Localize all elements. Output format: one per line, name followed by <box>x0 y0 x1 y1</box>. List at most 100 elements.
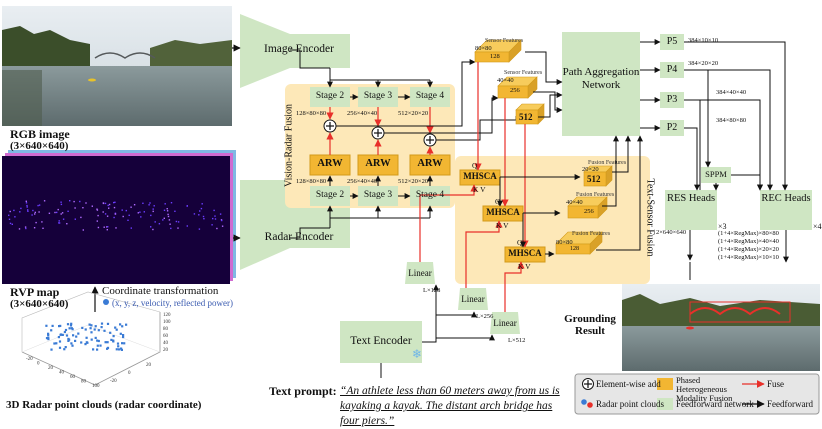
rvp-point <box>214 215 216 217</box>
rvp-point <box>20 207 22 210</box>
sensor-feature-cube <box>515 103 545 125</box>
rvp-point <box>96 220 98 222</box>
radar-point <box>88 323 91 326</box>
radar-point <box>94 325 97 328</box>
stage-label-top: Stage 2 <box>315 91 345 101</box>
rvp-point <box>125 209 127 212</box>
rvp-point <box>74 218 76 220</box>
radar-point <box>50 329 53 332</box>
res-heads-multiplier: ×3 <box>718 222 727 231</box>
pan-dim: 384×20×20 <box>688 60 719 67</box>
rvp-point <box>33 227 36 229</box>
res-heads-label: RES Heads <box>666 193 716 204</box>
radar-point <box>45 337 49 340</box>
rvp-point <box>8 218 11 220</box>
pc-y-tick: 20 <box>146 363 152 368</box>
rec-heads-shape <box>760 190 812 230</box>
rvp-point <box>58 222 61 224</box>
radar-point <box>123 342 126 345</box>
radar-point <box>93 328 96 331</box>
arw-label: ARW <box>317 158 343 169</box>
rec-heads-label: REC Heads <box>761 193 811 204</box>
radar-point <box>47 338 50 341</box>
rvp-point <box>193 213 196 215</box>
radar-point <box>104 341 107 344</box>
radar-point <box>96 348 99 351</box>
rvp-point <box>60 203 63 206</box>
linear-label: Linear <box>461 294 485 304</box>
fusion-feature-cube <box>583 165 613 187</box>
fusion-feature-label: Fusion Features <box>572 231 611 237</box>
rvp-point <box>143 211 145 213</box>
rvp-point <box>170 202 173 204</box>
rvp-point <box>32 209 34 212</box>
rvp-point <box>74 207 76 209</box>
radar-point <box>51 324 54 327</box>
radar-point <box>125 323 128 326</box>
stage-label-bottom: Stage 4 <box>415 190 445 200</box>
rvp-point <box>133 204 136 206</box>
linear-shape <box>405 262 435 284</box>
pc-x-tick: 60 <box>70 375 76 380</box>
prompt-text: “An athlete less than 60 meters away fro… <box>340 385 560 427</box>
radar-point <box>71 344 74 347</box>
sensor-feature-cube <box>474 39 522 63</box>
radar-point <box>61 333 64 336</box>
radar-point <box>121 325 124 328</box>
radar-point <box>115 348 118 351</box>
rvp-label: RVP map <box>10 285 60 299</box>
rvp-point <box>115 227 117 229</box>
arw-label: ARW <box>365 158 391 169</box>
radar-point <box>119 323 122 326</box>
radar-point <box>75 335 78 338</box>
legend-add: Element-wise add <box>596 379 661 389</box>
rgb-dims: (3×640×640) <box>10 140 69 152</box>
sensor-feature-cube <box>497 76 538 99</box>
rvp-point <box>11 223 13 225</box>
rvp-point <box>69 200 71 202</box>
rvp-point <box>148 204 150 206</box>
pan-level-shape <box>660 34 684 50</box>
rvp-point <box>24 226 27 228</box>
legend-fuse: Fuse <box>767 379 785 389</box>
pc-z-tick: 40 <box>163 341 169 346</box>
rgb-label: RGB image <box>10 127 70 141</box>
rvp-point <box>108 207 110 209</box>
mhsca-kv: K V <box>473 185 486 194</box>
linear-dim: L×512 <box>508 337 526 344</box>
legend-orange-swatch <box>657 378 673 390</box>
radar-point <box>58 346 62 349</box>
radar-point <box>84 343 87 346</box>
rvp-point <box>34 211 36 214</box>
linear-shape <box>458 288 488 310</box>
radar-point <box>100 326 103 329</box>
rec-output-dim: (1+4×RegMax)×10×10 <box>718 254 779 261</box>
rvp-point <box>9 222 12 225</box>
rvp-point <box>107 204 109 207</box>
fusion-bottom-dim: 256×40×40 <box>347 178 378 185</box>
rvp-point <box>104 202 107 205</box>
fusion-feature-value: 128 <box>570 246 579 252</box>
rvp-point <box>82 207 84 209</box>
mhsca-q: Q <box>472 161 478 170</box>
sensor-feature-value: 256 <box>510 87 520 94</box>
radar-point <box>64 346 67 349</box>
text-sensor-fusion-panel <box>455 156 650 284</box>
legend-green-swatch <box>657 398 673 410</box>
rvp-point <box>61 212 64 214</box>
rvp-point <box>122 215 124 218</box>
mhsca-q: Q <box>495 197 501 206</box>
radar-point <box>119 332 122 335</box>
rvp-point <box>127 219 129 221</box>
mhsca-label: MHSCA <box>463 171 497 181</box>
rvp-point <box>91 205 93 207</box>
radar-point <box>45 324 48 327</box>
radar-point <box>109 331 112 334</box>
rvp-point <box>79 200 81 203</box>
rvp-point <box>42 227 44 229</box>
rvp-point <box>152 208 154 210</box>
radar-point <box>70 327 73 330</box>
radar-point <box>68 327 71 330</box>
rvp-point <box>212 217 214 220</box>
